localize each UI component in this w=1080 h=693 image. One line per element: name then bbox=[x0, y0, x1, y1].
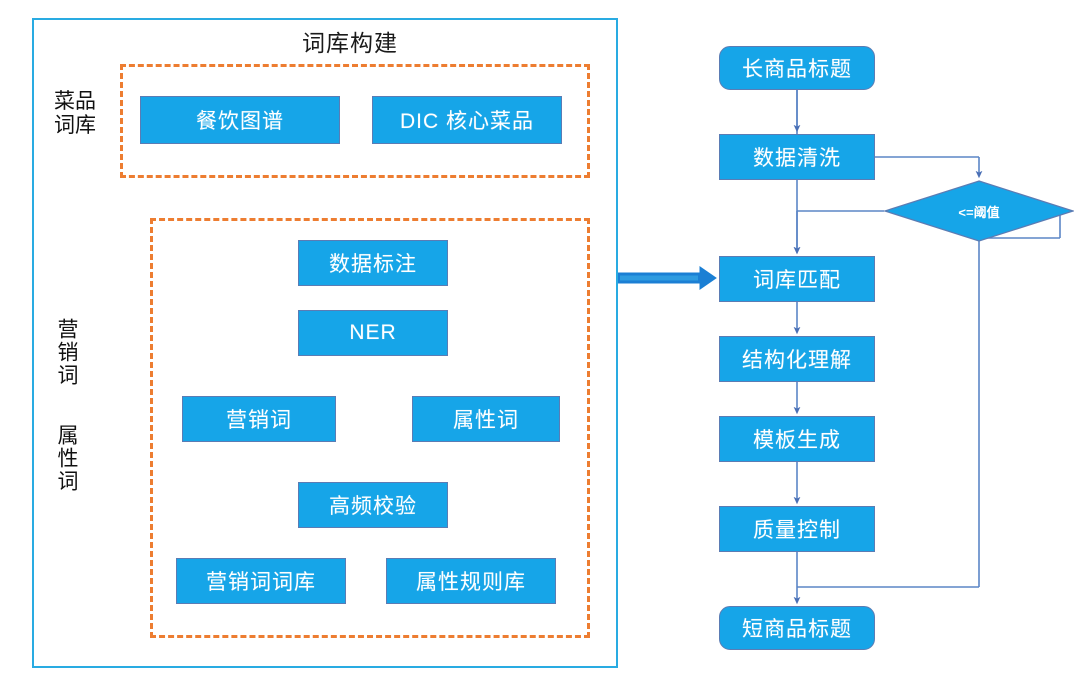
node-threshold-label: <=阈值 bbox=[958, 204, 1000, 220]
group-dish-wordbank bbox=[120, 64, 590, 178]
side-label-marketing-word: 营销词 bbox=[55, 318, 78, 387]
side-label-dish-wordbank: 菜品词库 bbox=[54, 90, 96, 137]
node-dic-core-dish[interactable]: DIC 核心菜品 bbox=[372, 96, 562, 144]
node-quality-control[interactable]: 质量控制 bbox=[719, 506, 875, 552]
node-high-frequency-check[interactable]: 高频校验 bbox=[298, 482, 448, 528]
node-threshold-decision[interactable]: <=阈值 bbox=[884, 180, 1074, 242]
node-ner[interactable]: NER bbox=[298, 310, 448, 356]
side-label-attribute-word: 属性词 bbox=[55, 424, 78, 493]
node-long-product-title[interactable]: 长商品标题 bbox=[719, 46, 875, 90]
panel-to-flow-arrow bbox=[617, 266, 717, 290]
node-catering-graph[interactable]: 餐饮图谱 bbox=[140, 96, 340, 144]
node-short-product-title[interactable]: 短商品标题 bbox=[719, 606, 875, 650]
node-marketing-word[interactable]: 营销词 bbox=[182, 396, 336, 442]
page-title: 词库构建 bbox=[302, 30, 398, 56]
node-marketing-word-lexicon[interactable]: 营销词词库 bbox=[176, 558, 346, 604]
node-attribute-rule-base[interactable]: 属性规则库 bbox=[386, 558, 556, 604]
node-lexicon-matching[interactable]: 词库匹配 bbox=[719, 256, 875, 302]
node-data-cleaning[interactable]: 数据清洗 bbox=[719, 134, 875, 180]
group-marketing-words bbox=[150, 218, 590, 638]
diamond-shape bbox=[884, 180, 1074, 242]
node-attribute-word[interactable]: 属性词 bbox=[412, 396, 560, 442]
node-structured-understanding[interactable]: 结构化理解 bbox=[719, 336, 875, 382]
node-data-annotation[interactable]: 数据标注 bbox=[298, 240, 448, 286]
node-template-generation[interactable]: 模板生成 bbox=[719, 416, 875, 462]
